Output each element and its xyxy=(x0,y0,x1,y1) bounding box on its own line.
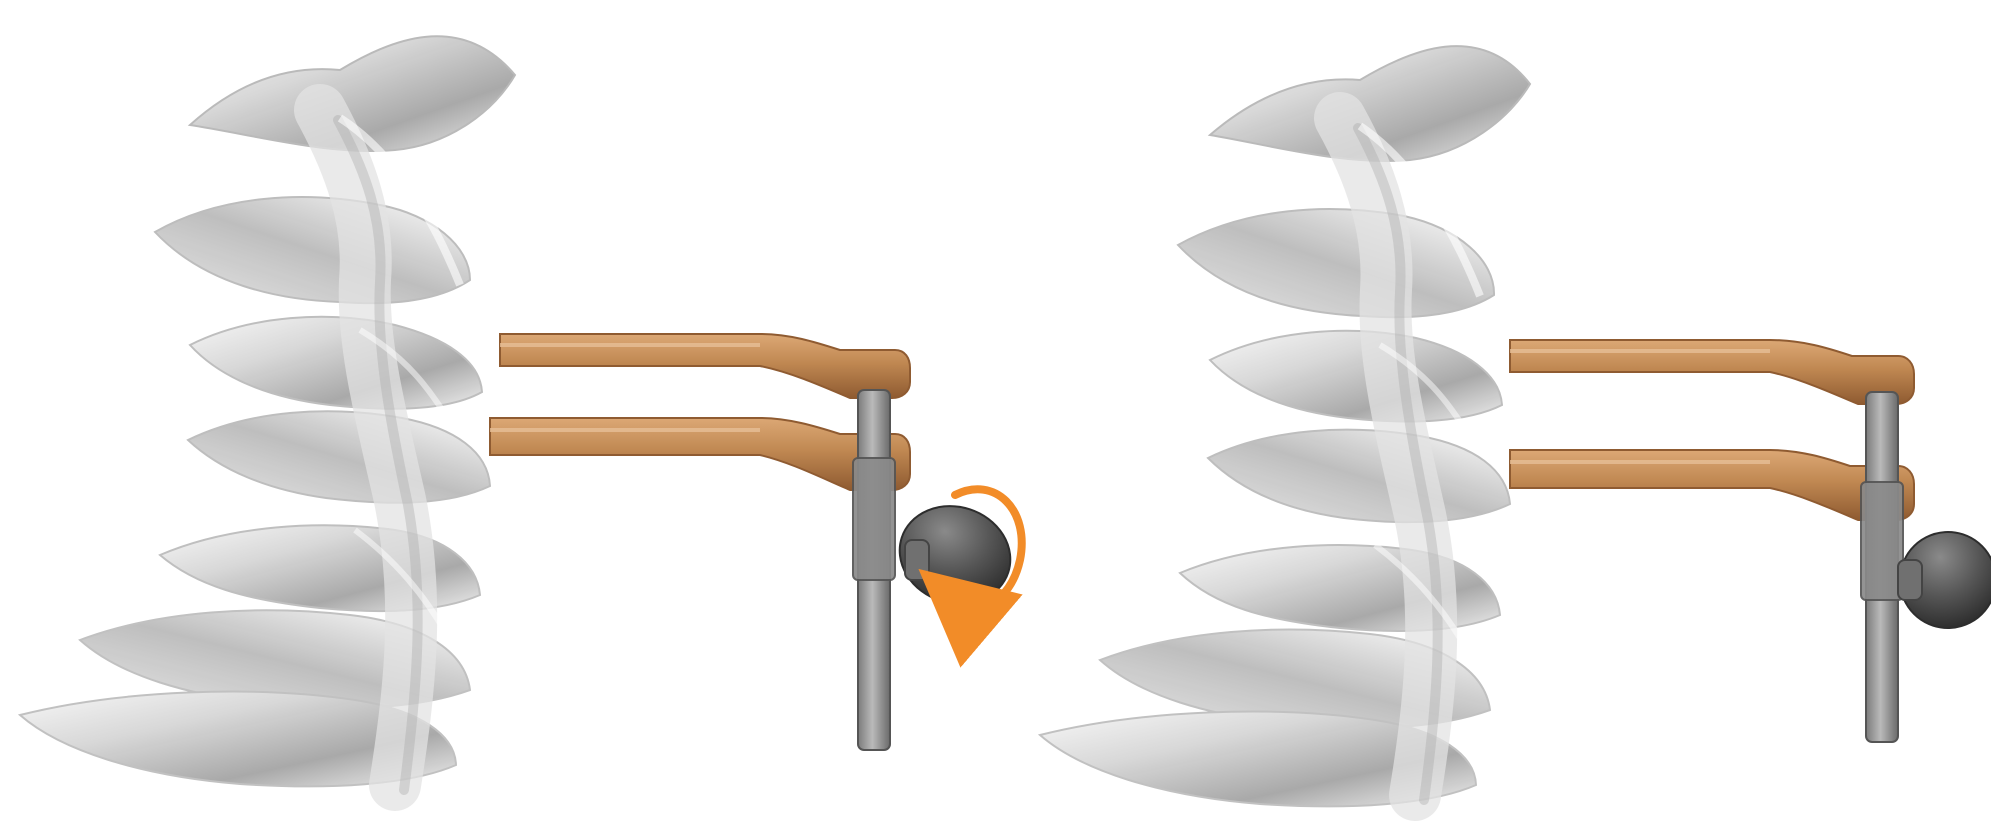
lower-arm-right xyxy=(1510,450,1914,520)
lower-arm-left xyxy=(490,418,910,490)
cervical-spine-left xyxy=(20,36,515,790)
left-panel xyxy=(20,36,1023,790)
upper-arm-right xyxy=(1510,340,1914,404)
upper-arm-left xyxy=(500,334,910,398)
distraction-frame-right xyxy=(1510,340,1991,742)
right-panel xyxy=(1040,46,1991,806)
distraction-frame-left xyxy=(490,334,1023,750)
cervical-spine-right xyxy=(1040,46,1530,806)
